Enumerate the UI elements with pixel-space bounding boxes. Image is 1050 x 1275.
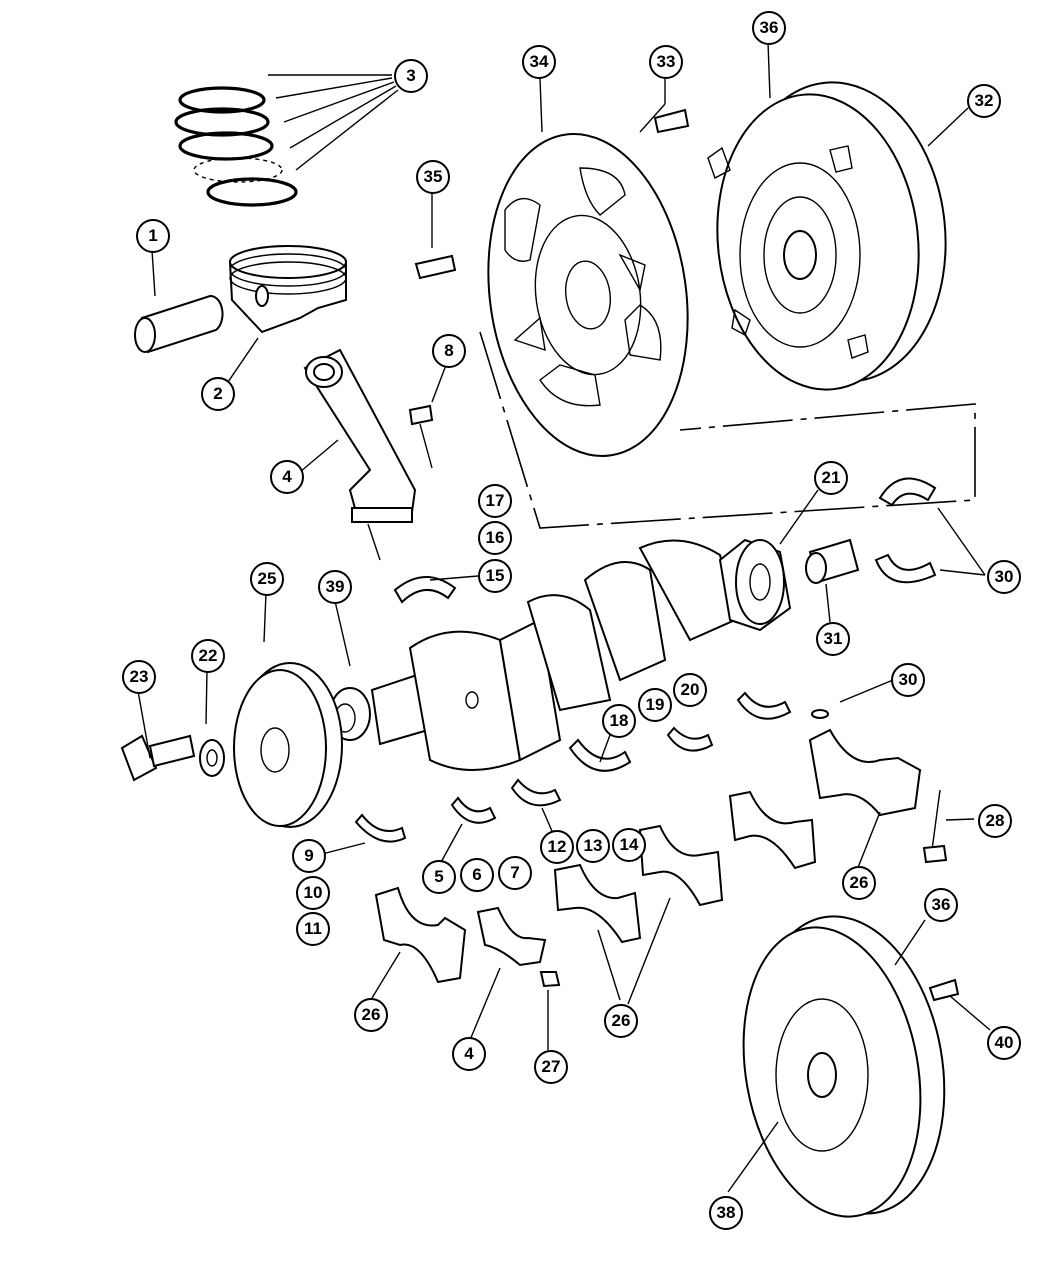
piston-pin	[134, 294, 224, 354]
vibration-damper	[233, 662, 343, 828]
callout-9: 9	[292, 839, 326, 873]
callout-36-upper: 36	[752, 11, 786, 45]
flexplate-bolts	[414, 108, 690, 280]
callout-39: 39	[318, 570, 352, 604]
callout-30-upper: 30	[987, 560, 1021, 594]
callout-32: 32	[967, 84, 1001, 118]
damper-washer-bolt	[120, 734, 225, 782]
callout-30-lower: 30	[891, 663, 925, 697]
connecting-rod	[303, 348, 417, 561]
rod-bolt	[408, 404, 434, 469]
flexplate	[487, 132, 689, 458]
piston	[228, 245, 347, 334]
callout-5: 5	[422, 860, 456, 894]
callout-40: 40	[987, 1026, 1021, 1060]
callout-4-rod: 4	[270, 460, 304, 494]
crankshaft	[329, 538, 792, 771]
cap-nut-bolt	[539, 789, 948, 988]
callout-15: 15	[478, 559, 512, 593]
callout-11: 11	[296, 912, 330, 946]
callout-28: 28	[978, 804, 1012, 838]
callout-21: 21	[814, 461, 848, 495]
callout-34: 34	[522, 45, 556, 79]
callout-8: 8	[432, 334, 466, 368]
leader-lines	[137, 41, 991, 1193]
thrust-washers	[811, 477, 937, 719]
callout-14: 14	[612, 828, 646, 862]
callout-22: 22	[191, 639, 225, 673]
callout-3: 3	[394, 59, 428, 93]
callout-20: 20	[673, 673, 707, 707]
pilot-bushing	[805, 538, 860, 584]
torque-converter	[707, 81, 947, 391]
callout-13: 13	[576, 829, 610, 863]
callout-25: 25	[250, 562, 284, 596]
callout-6: 6	[460, 858, 494, 892]
callout-33: 33	[649, 45, 683, 79]
callout-19: 19	[638, 688, 672, 722]
callout-12: 12	[540, 830, 574, 864]
callout-26-center: 26	[604, 1004, 638, 1038]
callout-10: 10	[296, 876, 330, 910]
callout-16: 16	[478, 521, 512, 555]
callout-27: 27	[534, 1050, 568, 1084]
flywheel	[742, 915, 960, 1218]
assembly-outline	[479, 331, 976, 529]
callout-1: 1	[136, 219, 170, 253]
callout-36-lower: 36	[924, 888, 958, 922]
callout-26-left: 26	[354, 998, 388, 1032]
callout-7: 7	[498, 856, 532, 890]
callout-38: 38	[709, 1196, 743, 1230]
callout-18: 18	[602, 704, 636, 738]
callout-4-cap: 4	[452, 1037, 486, 1071]
callout-31: 31	[816, 622, 850, 656]
callout-17: 17	[478, 484, 512, 518]
callout-26-right: 26	[842, 866, 876, 900]
callout-35: 35	[416, 160, 450, 194]
callout-23: 23	[122, 660, 156, 694]
bearing-shells	[354, 576, 792, 843]
piston-rings	[174, 86, 298, 207]
callout-2: 2	[201, 377, 235, 411]
bearing-caps	[374, 728, 922, 984]
